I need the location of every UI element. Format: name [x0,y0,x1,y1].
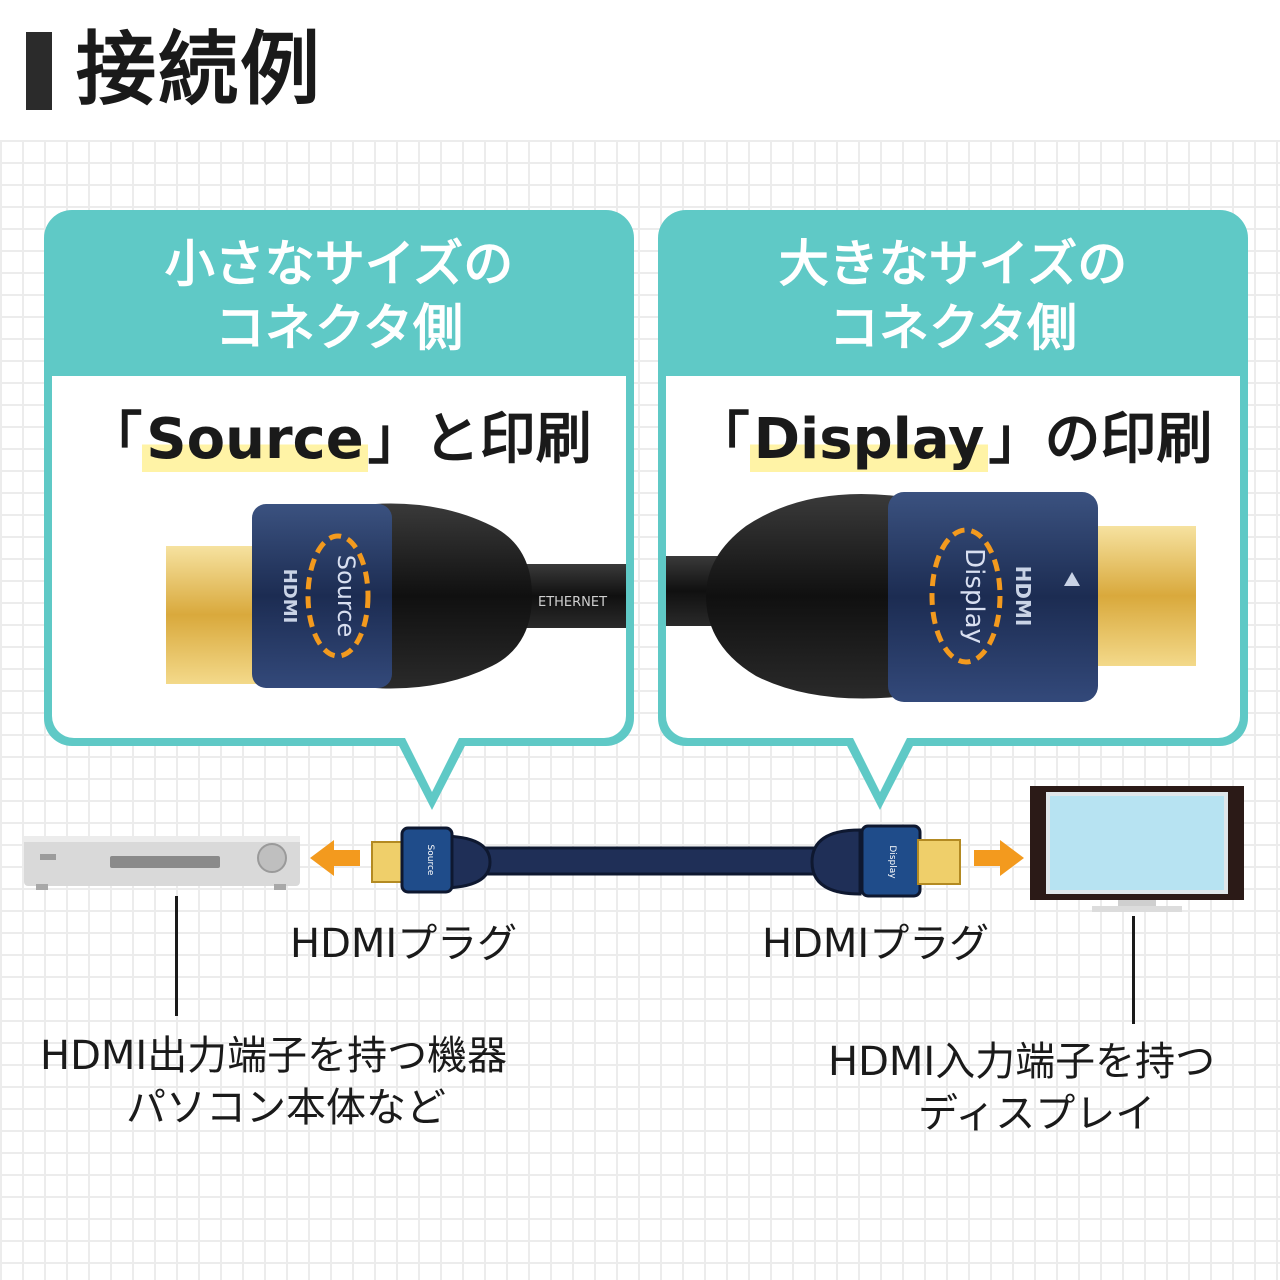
display-print-label: 「Display」の印刷 [666,394,1240,475]
display-navy-housing [888,492,1098,702]
source-print-prefix: 「 [86,407,143,472]
main-cable [468,846,832,876]
source-heading-line2: コネクタ側 [215,299,463,357]
mini-display-plug: Display [810,824,961,898]
display-leader-line [1132,916,1135,1024]
source-callout-body: HDMI Source ETHERNET 「Source」と印刷 [52,376,626,738]
source-callout-pointer-inner [404,736,460,792]
display-heading-line1: 大きなサイズの [778,235,1128,293]
connection-diagram: Source Display [24,786,1244,912]
display-print-prefix: 「 [693,407,750,472]
display-logo-text: HDMI [1011,566,1035,627]
source-logo-text: HDMI [279,569,300,624]
source-connector-text: Source [332,555,360,637]
source-connector-photo: HDMI Source ETHERNET [166,503,626,689]
display-callout-body: Display HDMI 「Display」の印刷 [666,376,1240,738]
display-connector-text: Display [959,548,989,644]
source-device-label-line1: HDMI出力端子を持つ機器 [40,1033,508,1079]
display-metal-tip [1086,526,1196,666]
source-device-label-line2: パソコン本体など [126,1085,446,1131]
source-metal-tip [166,546,262,684]
display-print-suffix: 」の印刷 [988,407,1213,472]
title-accent-bar [26,32,52,110]
display-arrow-mark [1064,572,1080,586]
source-strain-relief [352,503,532,689]
source-navy-housing [252,504,392,688]
av-player-device [24,836,300,890]
source-print-suffix: 」と印刷 [367,407,592,472]
display-callout-pointer-inner [852,736,908,792]
display-side-callout: 大きなサイズの コネクタ側 Display HDMI 「Display」の印刷 [658,210,1248,746]
display-connector-photo: Display HDMI [666,492,1196,702]
display-device-label-line2: ディスプレイ [918,1091,1156,1137]
display-highlight-oval [929,527,1003,665]
source-heading-line1: 小さなサイズの [164,235,514,293]
display-device-label-line1: HDMI入力端子を持つ [828,1039,1216,1085]
mini-source-plug: Source [371,826,492,894]
source-highlight-oval [305,533,371,659]
display-print-word: Display [749,407,989,472]
display-heading-line2: コネクタ側 [829,299,1077,357]
source-print-word: Source [142,407,368,472]
source-side-callout: 小さなサイズの コネクタ側 HDMI Source ETHER [44,210,634,746]
tv-display-device [1030,786,1244,912]
arrow-to-display-icon [974,840,1024,876]
source-leader-line [175,896,178,1016]
display-strain-relief [706,494,906,699]
cable-ethernet-text: ETHERNET [538,595,607,610]
page-title: 接続例 [76,23,322,116]
plug-right-label: HDMIプラグ [762,921,990,967]
source-print-label: 「Source」と印刷 [52,394,626,475]
mini-display-text: Display [887,845,897,879]
display-callout-heading: 大きなサイズの コネクタ側 [658,232,1248,360]
arrow-to-source-icon [310,840,360,876]
source-callout-heading: 小さなサイズの コネクタ側 [44,232,634,360]
plug-left-label: HDMIプラグ [290,921,518,967]
mini-source-text: Source [425,845,435,876]
